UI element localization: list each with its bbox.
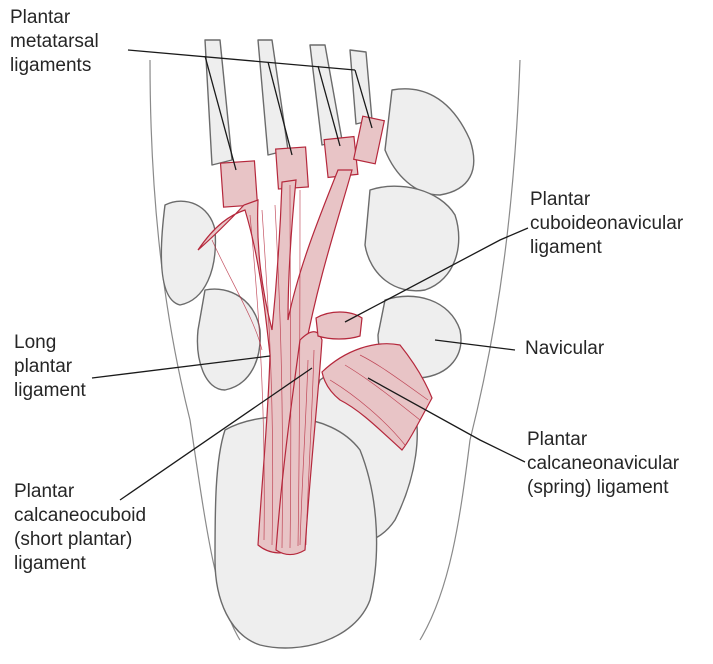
label-plantar-calcaneocuboid-ligament: Plantar calcaneocuboid (short plantar) l… — [14, 480, 146, 576]
label-line: ligament — [14, 552, 146, 576]
label-line: Long — [14, 331, 86, 355]
label-line: plantar — [14, 355, 86, 379]
metatarsal-bone — [350, 50, 372, 124]
label-plantar-metatarsal-ligaments: Plantar metatarsal ligaments — [10, 6, 99, 78]
label-line: Plantar — [530, 188, 683, 212]
label-line: Navicular — [525, 337, 604, 361]
label-line: metatarsal — [10, 30, 99, 54]
label-line: Plantar — [10, 6, 99, 30]
label-line: calcaneocuboid — [14, 504, 146, 528]
label-plantar-calcaneonavicular-ligament: Plantar calcaneonavicular (spring) ligam… — [527, 428, 679, 500]
label-plantar-cuboideonavicular-ligament: Plantar cuboideonavicular ligament — [530, 188, 683, 260]
label-line: Plantar — [14, 480, 146, 504]
label-line: (short plantar) — [14, 528, 146, 552]
plantar-metatarsal-ligament — [221, 161, 258, 207]
metatarsal-bone — [258, 40, 288, 155]
label-line: Plantar — [527, 428, 679, 452]
label-line: ligament — [14, 379, 86, 403]
label-line: ligament — [530, 236, 683, 260]
label-line: (spring) ligament — [527, 476, 679, 500]
medial-cuneiform-bone — [365, 186, 459, 291]
label-line: calcaneonavicular — [527, 452, 679, 476]
label-line: cuboideonavicular — [530, 212, 683, 236]
label-long-plantar-ligament: Long plantar ligament — [14, 331, 86, 403]
label-navicular: Navicular — [525, 337, 604, 361]
label-line: ligaments — [10, 54, 99, 78]
cuboid-bone — [197, 289, 260, 390]
first-metatarsal-bone — [385, 89, 474, 195]
